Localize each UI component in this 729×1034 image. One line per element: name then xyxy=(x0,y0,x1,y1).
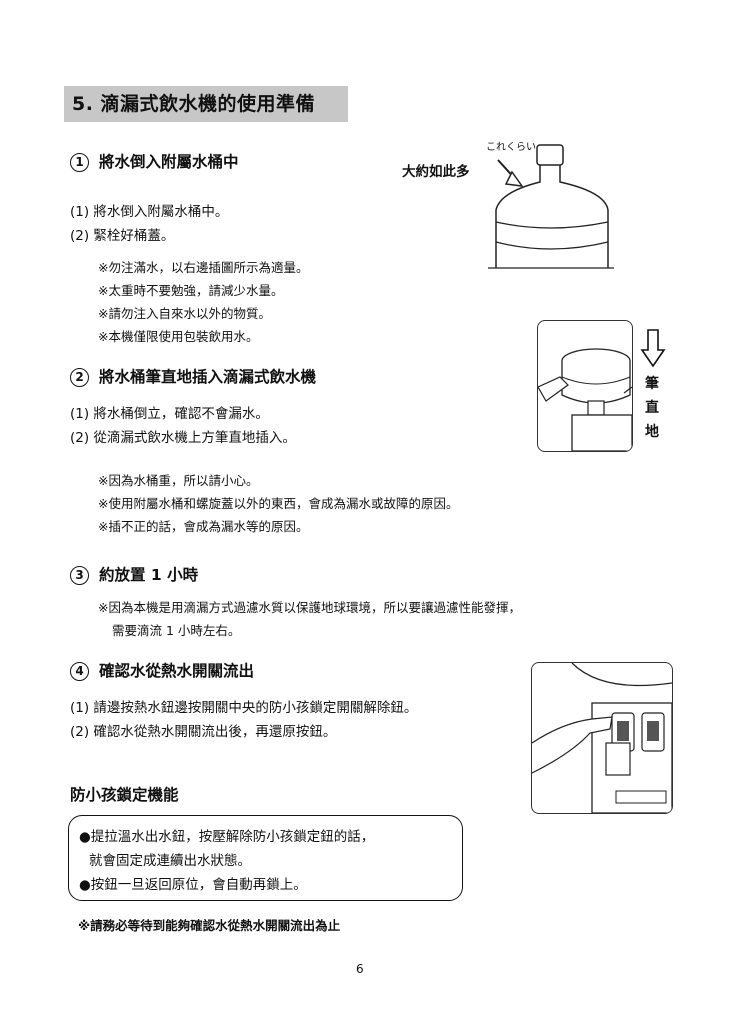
step4-item-2: (2) 確認水從熱水開關流出後，再還原按鈕。 xyxy=(70,724,337,740)
step1-item-1: (1) 將水倒入附屬水桶中。 xyxy=(70,204,229,220)
water-bottle-illustration: これくらい 大約如此多 xyxy=(400,130,630,270)
page-number: 6 xyxy=(356,962,364,976)
step2-item-2: (2) 從滴漏式飲水機上方筆直地插入。 xyxy=(70,430,296,446)
vertical-label: 筆 直 地 xyxy=(643,374,661,442)
step1-number: 1 xyxy=(70,153,89,172)
water-bottle-icon xyxy=(488,144,614,269)
step2-note-1: ※因為水桶重，所以請小心。 xyxy=(98,473,259,488)
step4-title: 確認水從熱水開關流出 xyxy=(99,662,255,680)
vertical-char-3: 地 xyxy=(645,424,659,440)
step1-heading: 1 將水倒入附屬水桶中 xyxy=(70,150,239,172)
jp-label: これくらい xyxy=(486,142,536,153)
amount-label: 大約如此多 xyxy=(402,164,470,180)
step1-title: 將水倒入附屬水桶中 xyxy=(99,153,239,171)
step2-item-1: (1) 將水桶倒立，確認不會漏水。 xyxy=(70,406,269,422)
step2-title: 將水桶筆直地插入滴漏式飲水機 xyxy=(99,368,317,386)
step3-title: 約放置 1 小時 xyxy=(99,566,199,584)
down-arrow-icon xyxy=(640,329,666,368)
step3-note-2: 需要滴流 1 小時左右。 xyxy=(112,623,241,638)
childlock-line-1: ●提拉溫水出水鈕，按壓解除防小孩鎖定鈕的話， xyxy=(79,829,375,845)
section-title: 5. 滴漏式飲水機的使用準備 xyxy=(64,86,348,122)
childlock-line-2: 就會固定成連續出水狀態。 xyxy=(89,853,251,869)
hot-water-illustration xyxy=(531,662,673,814)
step4-number: 4 xyxy=(70,662,89,681)
hot-water-tap-icon xyxy=(532,663,672,813)
step3-note-1: ※因為本機是用滴漏方式過濾水質以保護地球環境，所以要讓過濾性能發揮， xyxy=(98,600,521,615)
vertical-char-2: 直 xyxy=(645,400,659,416)
step4-item-1: (1) 請邊按熱水鈕邊按開關中央的防小孩鎖定開關解除鈕。 xyxy=(70,700,418,716)
step1-item-2: (2) 緊栓好桶蓋。 xyxy=(70,228,175,244)
step2-note-2: ※使用附屬水桶和螺旋蓋以外的東西，會成為漏水或故障的原因。 xyxy=(98,496,459,511)
insert-bottle-illustration xyxy=(537,320,633,452)
childlock-line-3: ●按鈕一旦返回原位，會自動再鎖上。 xyxy=(79,877,307,893)
step2-number: 2 xyxy=(70,368,89,387)
childlock-footnote: ※請務必等待到能夠確認水從熱水開關流出為止 xyxy=(78,918,341,933)
step1-note-4: ※本機僅限使用包裝飲用水。 xyxy=(98,329,259,344)
step1-note-3: ※請勿注入自來水以外的物質。 xyxy=(98,306,271,321)
childlock-box: ●提拉溫水出水鈕，按壓解除防小孩鎖定鈕的話， 就會固定成連續出水狀態。 ●按鈕一… xyxy=(68,815,463,901)
step2-note-3: ※插不正的話，會成為漏水等的原因。 xyxy=(98,519,309,534)
step4-heading: 4 確認水從熱水開關流出 xyxy=(70,659,254,681)
step2-heading: 2 將水桶筆直地插入滴漏式飲水機 xyxy=(70,365,316,387)
childlock-title: 防小孩鎖定機能 xyxy=(70,786,179,804)
dispenser-insert-icon xyxy=(538,348,632,451)
step1-note-2: ※太重時不要勉強，請減少水量。 xyxy=(98,283,284,298)
step3-number: 3 xyxy=(70,566,89,585)
step1-note-1: ※勿注滿水，以右邊插圖所示為適量。 xyxy=(98,260,309,275)
vertical-char-1: 筆 xyxy=(645,376,659,392)
section-title-text: 5. 滴漏式飲水機的使用準備 xyxy=(72,93,316,115)
step3-heading: 3 約放置 1 小時 xyxy=(70,563,198,585)
